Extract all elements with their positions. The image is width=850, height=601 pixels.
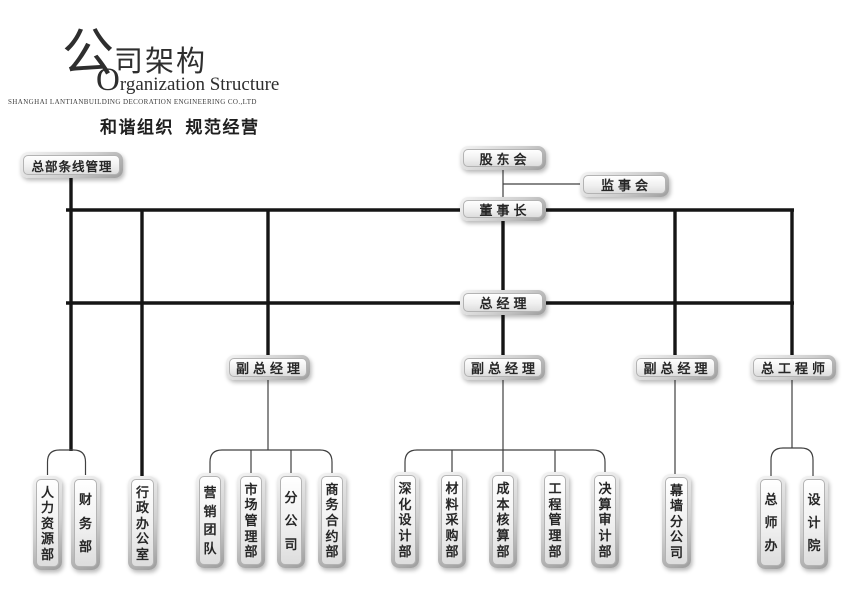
company-name-line: SHANGHAI LANTIANBUILDING DECORATION ENGI… bbox=[8, 98, 257, 106]
node-general-manager: 总经理 bbox=[460, 290, 546, 315]
node-chief-engineer-office: 总师办 bbox=[757, 476, 785, 569]
node-hr-dept: 人力资源部 bbox=[33, 476, 62, 570]
logo-title-zh: 公 司架构 bbox=[62, 28, 306, 80]
logo: 公 司架构 O rganization Structure SHANGHAI L… bbox=[6, 28, 306, 138]
node-engineering-mgmt-dept: 工程管理部 bbox=[541, 472, 569, 568]
logo-title-en-initial: O bbox=[96, 62, 120, 98]
node-cost-accounting-dept: 成本核算部 bbox=[489, 472, 517, 568]
node-supervisory-board: 监事会 bbox=[580, 172, 669, 197]
node-deputy-gm-1: 副总经理 bbox=[226, 355, 310, 380]
logo-title-en-rest: rganization Structure bbox=[119, 74, 280, 95]
node-chief-engineer: 总工程师 bbox=[750, 355, 836, 380]
node-finance-dept: 财务部 bbox=[71, 476, 100, 570]
thin-connectors bbox=[46, 168, 814, 476]
node-hq-line-management: 总部条线管理 bbox=[20, 152, 123, 178]
logo-title-en: O rganization Structure bbox=[96, 64, 306, 97]
node-deputy-gm-2: 副总经理 bbox=[461, 355, 545, 380]
node-marketing-team: 营销团队 bbox=[196, 473, 224, 568]
node-material-procurement-dept: 材料采购部 bbox=[438, 472, 466, 568]
node-deputy-gm-3: 副总经理 bbox=[633, 355, 718, 380]
node-shareholders-meeting: 股东会 bbox=[460, 146, 546, 170]
node-chairman: 董事长 bbox=[460, 197, 546, 221]
node-design-institute: 设计院 bbox=[800, 476, 828, 569]
node-final-audit-dept: 决算审计部 bbox=[591, 472, 619, 568]
node-market-mgmt-dept: 市场管理部 bbox=[237, 473, 265, 568]
node-deep-design-dept: 深化设计部 bbox=[391, 472, 419, 568]
logo-title-zh-tail: 司架构 bbox=[114, 46, 208, 78]
logo-title-zh-head: 公 bbox=[62, 25, 115, 83]
node-business-contract-dept: 商务合约部 bbox=[318, 473, 346, 568]
slogan: 和谐组织 规范经营 bbox=[100, 118, 260, 137]
node-branch-company: 分公司 bbox=[277, 473, 305, 568]
node-curtain-wall-branch: 幕墙分公司 bbox=[662, 474, 691, 568]
thick-connectors bbox=[66, 177, 794, 477]
node-admin-office: 行政办公室 bbox=[128, 476, 157, 570]
